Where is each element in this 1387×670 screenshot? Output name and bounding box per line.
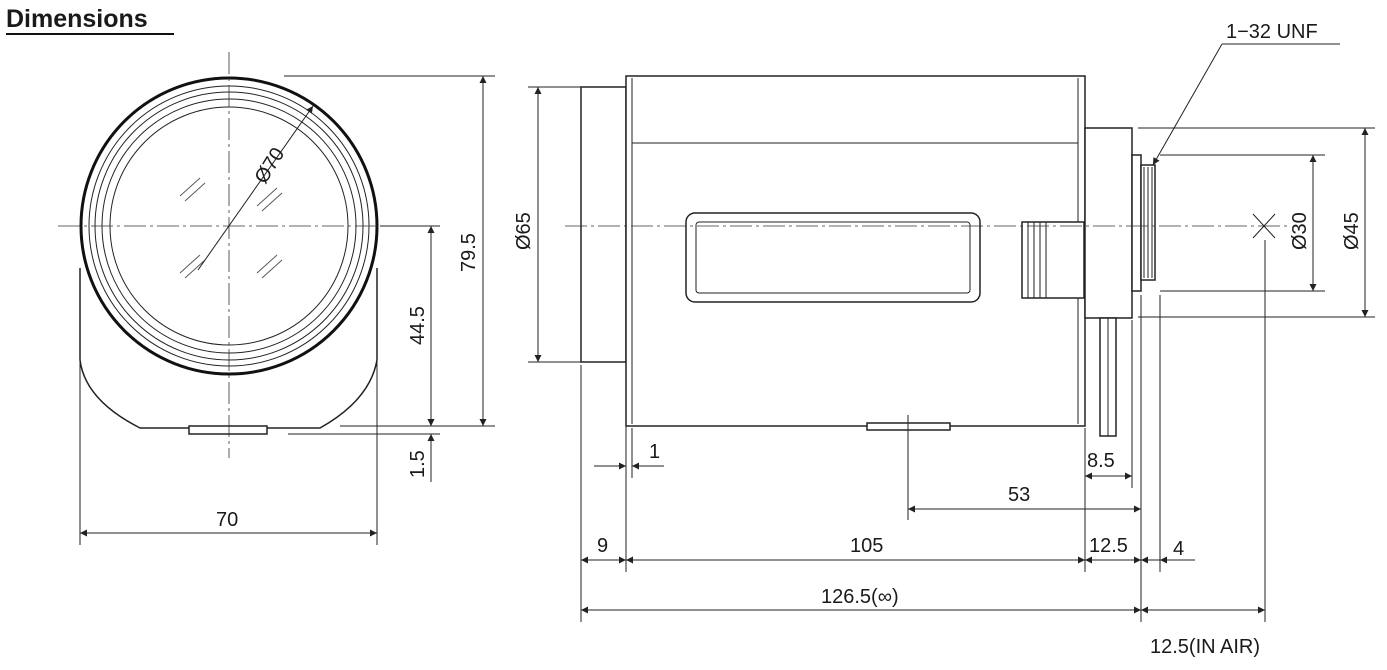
flange — [1131, 154, 1142, 292]
height-label: 79.5 — [458, 233, 480, 272]
dim-9-label: 9 — [597, 535, 608, 557]
center-height-label: 44.5 — [407, 306, 429, 345]
side-view: Ø65 Ø30 Ø45 1−32 UNF 1 8.5 53 — [513, 21, 1375, 658]
dim-105-label: 105 — [850, 535, 883, 557]
foot-label: 1.5 — [407, 450, 429, 478]
label-window-inner — [695, 221, 971, 294]
front-diameter-label: Ø70 — [251, 144, 290, 188]
dim-12-5-label: 12.5 — [1089, 535, 1128, 557]
diameter-leader — [197, 105, 314, 271]
front-diameter-65-label: Ø65 — [513, 212, 535, 250]
thread-leader — [1152, 43, 1223, 166]
dim-in-air-label: 12.5(IN AIR) — [1150, 636, 1260, 658]
width-label: 70 — [216, 509, 238, 531]
dim-53-label: 53 — [1008, 484, 1030, 506]
front-view: Ø70 70 79.5 44.5 1.5 — [58, 52, 495, 545]
flange-diameter-label: Ø45 — [1341, 212, 1363, 250]
rear-block — [1084, 127, 1133, 319]
thread-label: 1−32 UNF — [1226, 21, 1318, 43]
dim-4-label: 4 — [1173, 538, 1184, 560]
dim-total-label: 126.5(∞) — [821, 586, 899, 608]
mount-diameter-label: Ø30 — [1289, 212, 1311, 250]
label-window-outer — [685, 212, 981, 303]
lens-main-body — [625, 75, 1086, 427]
front-foot — [188, 425, 268, 435]
dim-8-5-label: 8.5 — [1087, 450, 1115, 472]
front-housing — [79, 268, 378, 429]
dim-1-label: 1 — [649, 441, 660, 463]
page-title: Dimensions — [6, 5, 148, 33]
glass-reflection-icon — [179, 177, 283, 279]
lens-front-cap — [580, 86, 627, 363]
adjust-knob — [1021, 221, 1085, 299]
